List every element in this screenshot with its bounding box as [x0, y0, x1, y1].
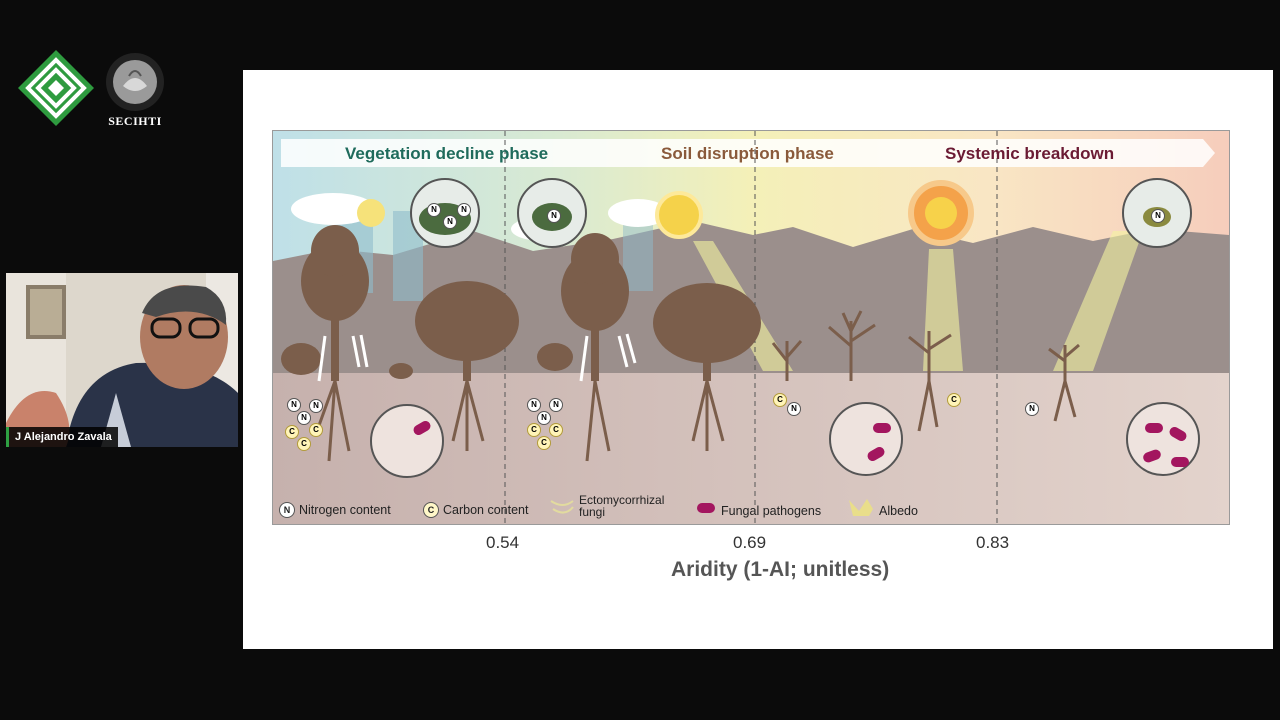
legend-label-line2: fungi: [579, 505, 606, 519]
x-axis-label: Aridity (1-AI; unitless): [671, 558, 890, 581]
phase-label-soil: Soil disruption phase: [661, 144, 834, 163]
nitrogen-icon: N: [279, 502, 295, 518]
carbon-marker: C: [549, 423, 563, 437]
nitrogen-marker: N: [309, 399, 323, 413]
tick-label: 0.83: [976, 533, 1010, 552]
carbon-marker: C: [309, 423, 323, 437]
nitrogen-marker: N: [547, 209, 561, 223]
legend-label: Carbon content: [443, 503, 529, 517]
nitrogen-marker: N: [297, 411, 311, 425]
nitrogen-marker: N: [549, 398, 563, 412]
legend-label: Fungal pathogens: [721, 504, 822, 518]
figure-illustration: [273, 131, 1229, 524]
nitrogen-marker: N: [287, 398, 301, 412]
nitrogen-marker: N: [443, 215, 457, 229]
tick-label: 0.54: [486, 533, 520, 552]
legend-label: Albedo: [879, 504, 918, 518]
aridity-figure: N N N C C C N N N C C C C N C N N N N N …: [272, 130, 1230, 525]
nitrogen-marker: N: [537, 411, 551, 425]
carbon-marker: C: [527, 423, 541, 437]
nitrogen-marker: N: [527, 398, 541, 412]
legend-pathogens: Fungal pathogens: [691, 504, 821, 518]
tick-label: 0.69: [733, 533, 767, 552]
carbon-marker: C: [297, 437, 311, 451]
carbon-marker: C: [773, 393, 787, 407]
legend-carbon: C Carbon content: [423, 502, 528, 518]
legend-label-line1: Ectomycorrhizal: [579, 493, 665, 507]
legend-nitrogen: N Nitrogen content: [279, 502, 391, 518]
carbon-marker: C: [537, 436, 551, 450]
institution-logo: [16, 48, 96, 128]
carbon-marker: C: [947, 393, 961, 407]
legend-ectomycorrhizal: Ectomycorrhizal fungi: [549, 494, 664, 518]
carbon-marker: C: [285, 425, 299, 439]
participant-name: J Alejandro Zavala: [6, 427, 118, 447]
secihti-logo: SECIHTI: [101, 48, 169, 130]
shared-slide: N N N C C C N N N C C C C N C N N N N N …: [243, 70, 1273, 649]
legend-label: Nitrogen content: [299, 503, 391, 517]
legend-label: Ectomycorrhizal fungi: [579, 494, 664, 518]
phase-label-vegetation: Vegetation decline phase: [345, 144, 549, 163]
participant-video[interactable]: J Alejandro Zavala: [6, 273, 238, 447]
nitrogen-marker: N: [427, 203, 441, 217]
phase-label-systemic: Systemic breakdown: [945, 144, 1115, 163]
nitrogen-marker: N: [787, 402, 801, 416]
agency-name: SECIHTI: [108, 114, 162, 128]
mexico-seal-icon: [106, 53, 164, 111]
carbon-icon: C: [423, 502, 439, 518]
legend-albedo: Albedo: [849, 504, 918, 518]
participant-video-frame: [6, 273, 238, 447]
nitrogen-marker: N: [457, 203, 471, 217]
nitrogen-marker: N: [1151, 209, 1165, 223]
nitrogen-marker: N: [1025, 402, 1039, 416]
